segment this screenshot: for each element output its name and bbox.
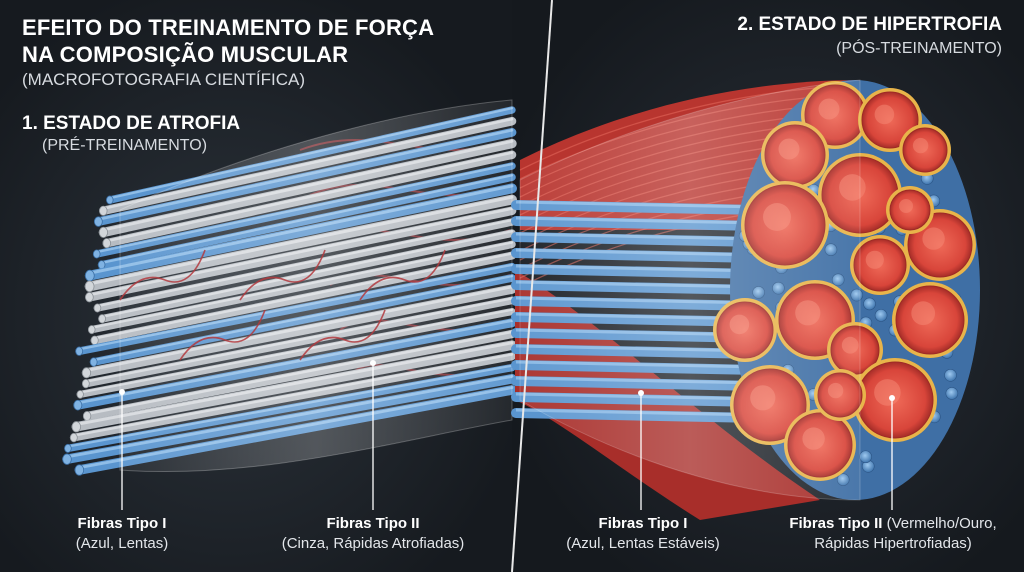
fiber-texture xyxy=(874,379,901,406)
callout-right-type2-desc1: (Vermelho/Ouro, xyxy=(886,515,997,532)
fiber-end xyxy=(106,195,114,205)
fiber-end xyxy=(64,443,72,453)
fiber-end xyxy=(87,325,96,335)
fiber-end xyxy=(82,378,90,389)
callout-left-type2-desc: (Cinza, Rápidas Atrofiadas) xyxy=(281,535,465,552)
callout-right-type1-name: Fibras Tipo I xyxy=(598,515,688,532)
fiber-end xyxy=(74,464,85,476)
main-title-line1: EFEITO DO TREINAMENTO DE FORÇA xyxy=(22,15,435,40)
fiber-end xyxy=(76,390,84,399)
callout-right-type2-name: Fibras Tipo II xyxy=(789,515,883,532)
fiber-end xyxy=(85,292,94,303)
callout-right-type1: Fibras Tipo I (Azul, Lentas Estáveis) xyxy=(548,514,738,554)
callout-right-type1-desc: (Azul, Lentas Estáveis) xyxy=(566,535,720,552)
right-panel-subheading: (PÓS-TREINAMENTO) xyxy=(836,40,1002,57)
main-title: EFEITO DO TREINAMENTO DE FORÇA NA COMPOS… xyxy=(22,14,434,68)
blood-vessel xyxy=(179,309,266,361)
leader-dot-right-type2 xyxy=(889,395,895,401)
main-subtitle: (MACROFOTOGRAFIA CIENTÍFICA) xyxy=(22,70,306,89)
callout-left-type2-name: Fibras Tipo II xyxy=(326,515,420,532)
fiber-end xyxy=(73,399,83,411)
fiber-texture xyxy=(865,250,884,269)
fiber-end xyxy=(99,205,108,216)
right-panel-heading: 2. ESTADO DE HIPERTROFIA xyxy=(737,14,1002,35)
fiber-texture xyxy=(899,199,913,213)
leader-dot-left-type2 xyxy=(370,360,376,366)
fiber-texture xyxy=(911,301,936,326)
leader-dot-left-type1 xyxy=(119,389,125,395)
left-panel-heading: 1. ESTADO DE ATROFIA xyxy=(22,113,241,134)
left-panel-subheading: (PRÉ-TREINAMENTO) xyxy=(42,137,208,154)
leader-dot-right-type1 xyxy=(638,390,644,396)
fiber-texture xyxy=(874,104,895,125)
fiber-end xyxy=(82,411,92,421)
fiber-end xyxy=(94,216,103,227)
hypertrophy-fiber-bundle xyxy=(511,79,980,520)
blood-vessel xyxy=(359,249,446,301)
connective-sheath xyxy=(119,99,513,473)
fiber-end xyxy=(69,432,78,443)
fiber-end xyxy=(93,303,102,313)
fiber-end xyxy=(98,314,106,324)
callout-left-type1: Fibras Tipo I (Azul, Lentas) xyxy=(52,514,192,554)
fiber-texture xyxy=(912,137,929,154)
fiber-end xyxy=(71,421,81,433)
fiber-end xyxy=(81,367,92,379)
type1-fiber-end xyxy=(874,309,888,322)
fiber-end xyxy=(89,357,98,367)
callout-right-type2-line1: Fibras Tipo II (Vermelho/Ouro, xyxy=(789,515,996,532)
callout-left-type1-name: Fibras Tipo I xyxy=(77,515,167,532)
fiber-end xyxy=(98,226,109,238)
connective-sheath xyxy=(519,79,861,501)
type1-fiber-end xyxy=(944,369,957,382)
fiber-end xyxy=(84,269,95,282)
fiber-end xyxy=(75,346,84,356)
main-title-line2: NA COMPOSIÇÃO MUSCULAR xyxy=(22,42,349,67)
blood-vessel xyxy=(119,249,206,301)
type1-fiber-end xyxy=(863,297,876,311)
callout-left-type1-desc: (Azul, Lentas) xyxy=(75,535,169,552)
blood-vessel xyxy=(239,249,326,301)
fiber-end xyxy=(84,280,95,293)
type1-fiber-end xyxy=(945,387,959,400)
callout-right-type2-desc2: Rápidas Hipertrofiadas) xyxy=(814,535,972,552)
fiber-end xyxy=(102,238,111,249)
fiber-end xyxy=(90,335,99,346)
callout-left-type2: Fibras Tipo II (Cinza, Rápidas Atrofiada… xyxy=(258,514,488,554)
fiber-texture xyxy=(922,227,945,250)
blood-vessel xyxy=(299,309,386,361)
fiber-end xyxy=(92,249,101,259)
fiber-end xyxy=(62,453,72,465)
callout-right-type2: Fibras Tipo II (Vermelho/Ouro, Rápidas H… xyxy=(762,514,1024,554)
type1-fiber-end xyxy=(859,450,872,464)
atrophy-fiber-bundle xyxy=(62,99,517,476)
panel-divider xyxy=(511,0,553,572)
